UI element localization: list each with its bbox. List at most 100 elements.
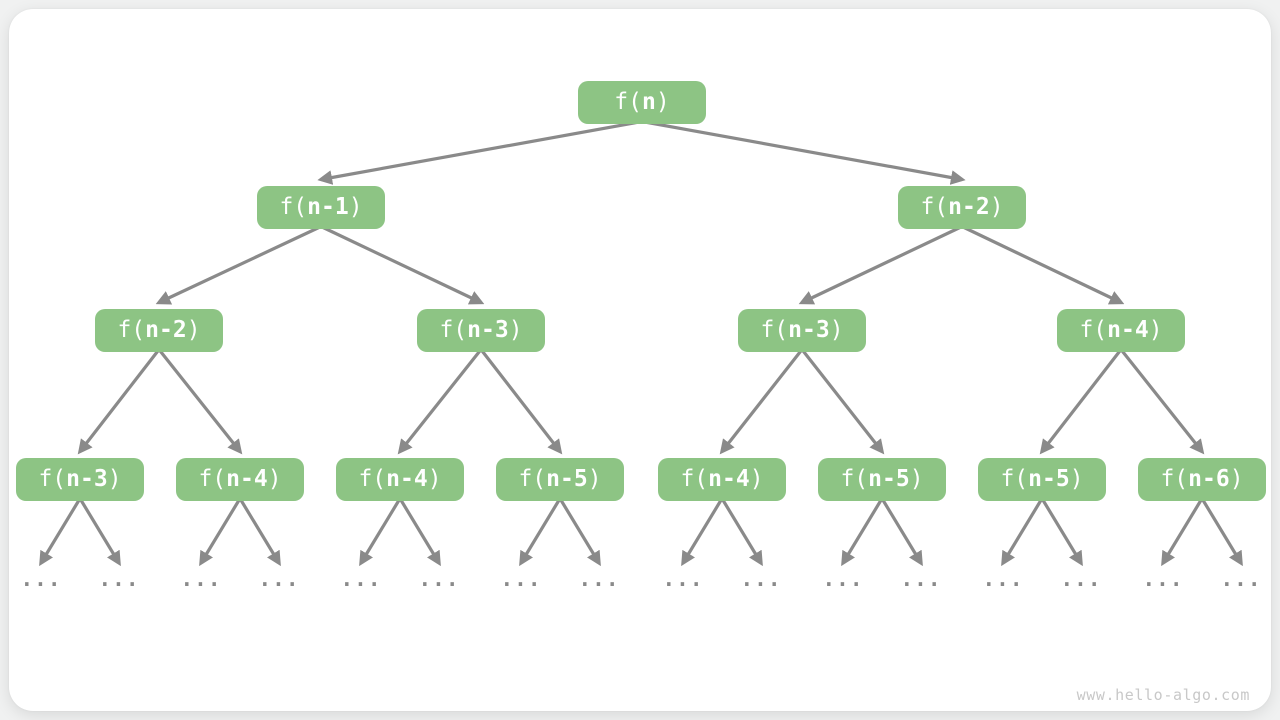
node-label-arg: n-2 [145,316,187,343]
node-label-pre: f( [920,193,949,220]
node-label-pre: f( [760,316,789,343]
node-label-pre: f( [1160,465,1189,492]
watermark: www.hello-algo.com [1076,686,1250,704]
ellipsis: ... [500,567,542,591]
node-label-post: ) [427,465,442,492]
node-label-post: ) [508,316,523,343]
edge-arrow [397,348,483,455]
ellipsis: ... [340,567,382,591]
node-label-post: ) [348,193,363,220]
edge-arrow [359,497,402,567]
canvas-card [9,9,1271,711]
node-label-post: ) [989,193,1004,220]
node-label-arg: n-1 [307,193,349,220]
tree-node-n10: f(n-5) [496,457,624,501]
edge-arrow [398,497,441,567]
tree-node-n6: f(n-4) [1057,308,1185,352]
edge-arrow [1001,497,1044,567]
node-label-arg: n-2 [948,193,990,220]
node-label-arg: n [641,88,656,115]
node-label-post: ) [655,88,670,115]
ellipsis: ... [822,567,864,591]
ellipsis: ... [662,567,704,591]
edge-arrow [719,348,804,455]
ellipsis: ... [418,567,460,591]
node-label-arg: n-4 [226,465,268,492]
node-label-pre: f( [38,465,67,492]
node-label-pre: f( [614,88,642,115]
edge-arrow [317,119,643,185]
edge-arrow [39,497,82,567]
ellipsis: ... [578,567,620,591]
node-label-post: ) [186,316,201,343]
ellipsis: ... [1060,567,1102,591]
node-label-arg: n-6 [1188,465,1230,492]
edge-arrow [800,348,885,455]
edge-arrow [720,497,763,567]
edge-arrow [558,497,601,567]
tree-node-n12: f(n-5) [818,457,946,501]
node-label-post: ) [749,465,764,492]
ellipsis: ... [900,567,942,591]
node-label-post: ) [1229,465,1244,492]
edge-arrow [1119,348,1205,455]
edge-arrow [78,497,121,567]
node-label-arg: n-4 [1107,316,1149,343]
tree-node-n1: f(n-1) [257,185,385,229]
edge-arrow [880,497,923,567]
node-label-post: ) [1148,316,1163,343]
node-label-arg: n-5 [546,465,588,492]
node-label-pre: f( [1000,465,1029,492]
tree-node-n2: f(n-2) [898,185,1026,229]
tree-node-n4: f(n-3) [417,308,545,352]
edge-arrow [519,497,562,567]
node-label-pre: f( [840,465,869,492]
edge-arrow [1161,497,1204,567]
tree-node-n5: f(n-3) [738,308,866,352]
ellipsis: ... [258,567,300,591]
node-label-post: ) [1069,465,1084,492]
edge-arrow [479,348,563,455]
edge-arrow [77,348,161,455]
tree-node-n8: f(n-4) [176,457,304,501]
tree-node-n14: f(n-6) [1138,457,1266,501]
node-label-arg: n-4 [708,465,750,492]
edge-arrow [961,225,1125,305]
node-label-post: ) [107,465,122,492]
node-label-arg: n-4 [386,465,428,492]
node-label-post: ) [587,465,602,492]
edge-arrow [641,119,966,185]
node-label-arg: n-5 [1028,465,1070,492]
node-label-arg: n-3 [66,465,108,492]
node-label-arg: n-3 [788,316,830,343]
ellipsis: ... [1142,567,1184,591]
edge-arrow [157,348,243,455]
node-label-pre: f( [518,465,547,492]
edge-arrow [681,497,724,567]
tree-node-n13: f(n-5) [978,457,1106,501]
node-label-pre: f( [198,465,227,492]
tree-node-n7: f(n-3) [16,457,144,501]
node-label-arg: n-3 [467,316,509,343]
node-label-pre: f( [117,316,146,343]
tree-node-n11: f(n-4) [658,457,786,501]
edge-arrow [1200,497,1243,567]
ellipsis: ... [1220,567,1262,591]
node-label-pre: f( [1079,316,1108,343]
node-label-post: ) [829,316,844,343]
edge-arrow [199,497,242,567]
node-label-arg: n-5 [868,465,910,492]
ellipsis: ... [740,567,782,591]
edge-arrow [1039,348,1123,455]
tree-node-n0: f(n) [578,80,706,124]
tree-node-n3: f(n-2) [95,308,223,352]
node-label-pre: f( [279,193,308,220]
ellipsis: ... [180,567,222,591]
ellipsis: ... [982,567,1024,591]
edge-arrow [798,225,963,305]
ellipsis: ... [20,567,62,591]
edge-arrow [238,497,281,567]
edge-arrow [1040,497,1083,567]
node-label-post: ) [267,465,282,492]
